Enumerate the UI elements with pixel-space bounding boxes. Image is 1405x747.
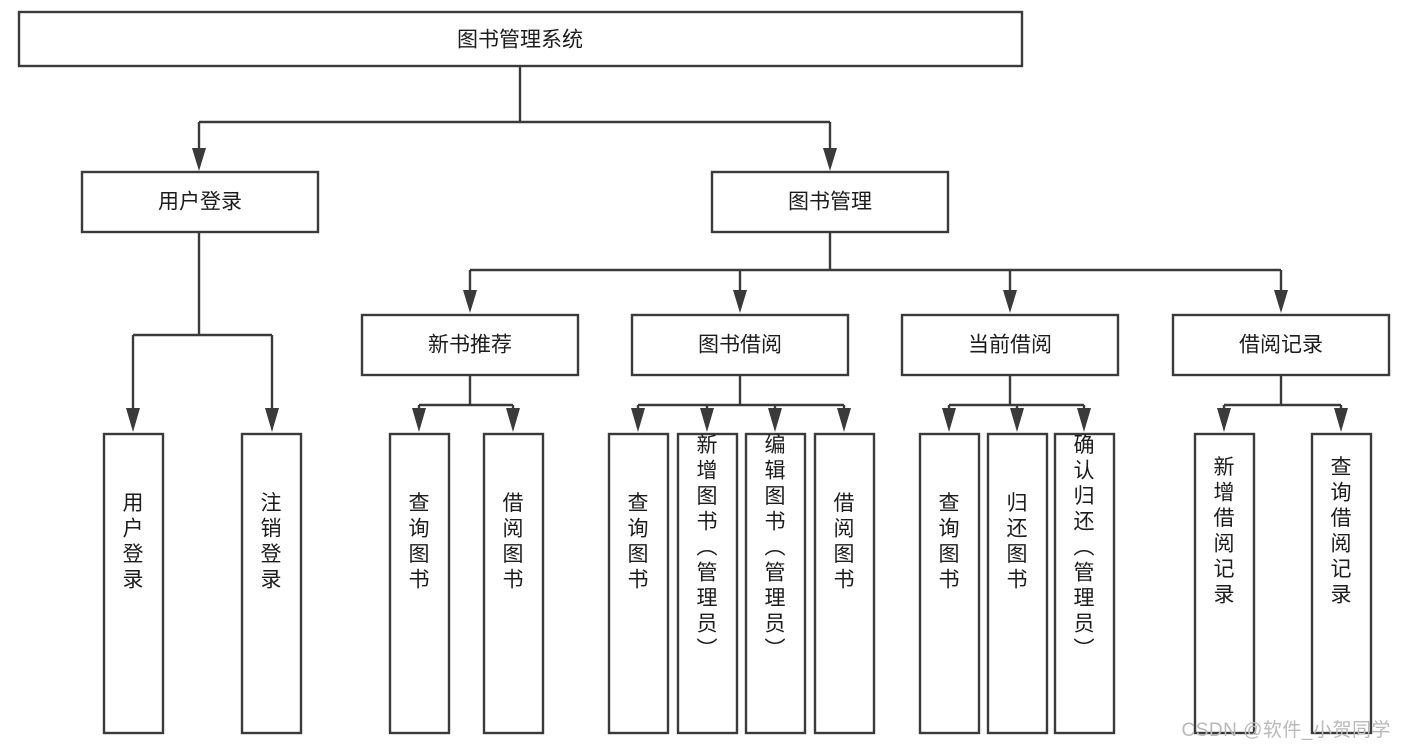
node-new-book-recommend-box[interactable] [360, 313, 580, 377]
node-leaf-user-login-box[interactable] [102, 432, 165, 735]
node-book-borrow-box[interactable] [630, 313, 850, 377]
arrow-leaf-query-book-1 [412, 408, 426, 432]
node-leaf-confirm-return-box[interactable] [1053, 432, 1116, 735]
arrow-leaf-user-login [126, 408, 140, 432]
node-leaf-confirm-return[interactable]: 确认归还︵管理员︶ [1053, 432, 1116, 735]
node-leaf-query-book-2[interactable]: 查询图书 [607, 432, 670, 735]
node-leaf-query-record-label: 查询借阅记录 [1331, 456, 1352, 607]
node-leaf-query-book-3[interactable]: 查询图书 [918, 432, 981, 735]
csdn-watermark: CSDN @软件_小贺同学 [1181, 720, 1391, 741]
arrow-to-borrow-record [1274, 290, 1288, 313]
node-book-borrow-label: 图书借阅 [698, 334, 782, 357]
arrow-leaf-logout-login [265, 408, 279, 432]
arrow-leaf-query-record [1334, 408, 1348, 432]
node-leaf-user-login-label: 用户登录 [123, 492, 144, 592]
node-current-borrow-box[interactable] [900, 313, 1120, 377]
node-leaf-borrow-book-2-label: 借阅图书 [834, 492, 855, 592]
node-borrow-record-box[interactable] [1171, 313, 1391, 377]
node-leaf-edit-book-box[interactable] [744, 432, 807, 735]
node-leaf-return-book-box[interactable] [986, 432, 1049, 735]
node-user-login-label: 用户登录 [158, 191, 242, 214]
node-leaf-query-record-box[interactable] [1310, 432, 1373, 735]
node-leaf-query-book-2-box[interactable] [607, 432, 670, 735]
arrow-leaf-borrow-book-2 [837, 408, 851, 432]
arrow-leaf-add-book [700, 408, 714, 432]
node-leaf-add-record-box[interactable] [1193, 432, 1256, 735]
arrow-leaf-confirm-return [1077, 408, 1091, 432]
node-root-box[interactable] [17, 10, 1024, 68]
node-leaf-borrow-book-1-box[interactable] [482, 432, 545, 735]
node-leaf-query-book-3-box[interactable] [918, 432, 981, 735]
arrow-to-user-login [192, 148, 206, 171]
arrow-leaf-add-record [1217, 408, 1231, 432]
node-leaf-borrow-book-1[interactable]: 借阅图书 [482, 432, 545, 735]
node-root-label: 图书管理系统 [457, 29, 583, 52]
node-leaf-return-book[interactable]: 归还图书 [986, 432, 1049, 735]
arrow-to-book-management [823, 148, 837, 171]
node-current-borrow[interactable]: 当前借阅 [900, 313, 1120, 377]
node-leaf-borrow-book-2-box[interactable] [813, 432, 876, 735]
node-new-book-recommend-label: 新书推荐 [428, 334, 512, 357]
arrow-leaf-query-book-2 [631, 408, 645, 432]
arrow-to-book-borrow [733, 290, 747, 313]
node-leaf-query-book-1-box[interactable] [388, 432, 451, 735]
arrow-to-current-borrow [1003, 290, 1017, 313]
arrow-leaf-edit-book [768, 408, 782, 432]
node-leaf-add-record-label: 新增借阅记录 [1214, 456, 1235, 607]
node-leaf-borrow-book-2[interactable]: 借阅图书 [813, 432, 876, 735]
node-leaf-edit-book-label: 编辑图书︵管理员︶ [765, 434, 786, 661]
node-leaf-return-book-label: 归还图书 [1007, 492, 1028, 592]
node-leaf-user-login[interactable]: 用户登录 [102, 432, 165, 735]
node-book-borrow[interactable]: 图书借阅 [630, 313, 850, 377]
node-borrow-record-label: 借阅记录 [1239, 334, 1323, 357]
node-leaf-logout-login-label: 注销登录 [261, 492, 282, 592]
node-leaf-logout-login[interactable]: 注销登录 [240, 432, 303, 735]
node-leaf-borrow-book-1-label: 借阅图书 [503, 492, 524, 592]
node-leaf-query-book-2-label: 查询图书 [628, 492, 649, 592]
node-user-login[interactable]: 用户登录 [80, 170, 320, 234]
node-leaf-query-book-1-label: 查询图书 [409, 492, 430, 592]
node-leaf-query-book-1[interactable]: 查询图书 [388, 432, 451, 735]
node-leaf-query-book-3-label: 查询图书 [939, 492, 960, 592]
connector-layer [126, 66, 1348, 432]
node-new-book-recommend[interactable]: 新书推荐 [360, 313, 580, 377]
node-leaf-logout-login-box[interactable] [240, 432, 303, 735]
arrow-to-new-book-recommend [463, 290, 477, 313]
node-leaf-query-record[interactable]: 查询借阅记录 [1310, 432, 1373, 735]
node-leaf-add-record[interactable]: 新增借阅记录 [1193, 432, 1256, 735]
node-leaf-edit-book[interactable]: 编辑图书︵管理员︶ [744, 432, 807, 735]
node-book-management[interactable]: 图书管理 [710, 170, 950, 234]
arrow-leaf-borrow-book-1 [506, 408, 520, 432]
node-borrow-record[interactable]: 借阅记录 [1171, 313, 1391, 377]
node-book-management-box[interactable] [710, 170, 950, 234]
node-leaf-add-book-box[interactable] [676, 432, 739, 735]
node-root[interactable]: 图书管理系统 [17, 10, 1024, 68]
node-leaf-add-book-label: 新增图书︵管理员︶ [697, 434, 718, 661]
arrow-leaf-return-book [1010, 408, 1024, 432]
node-leaf-confirm-return-label: 确认归还︵管理员︶ [1074, 434, 1095, 661]
node-book-management-label: 图书管理 [788, 191, 872, 214]
node-user-login-box[interactable] [80, 170, 320, 234]
arrow-leaf-query-book-3 [942, 408, 956, 432]
node-current-borrow-label: 当前借阅 [968, 334, 1052, 357]
node-leaf-add-book[interactable]: 新增图书︵管理员︶ [676, 432, 739, 735]
